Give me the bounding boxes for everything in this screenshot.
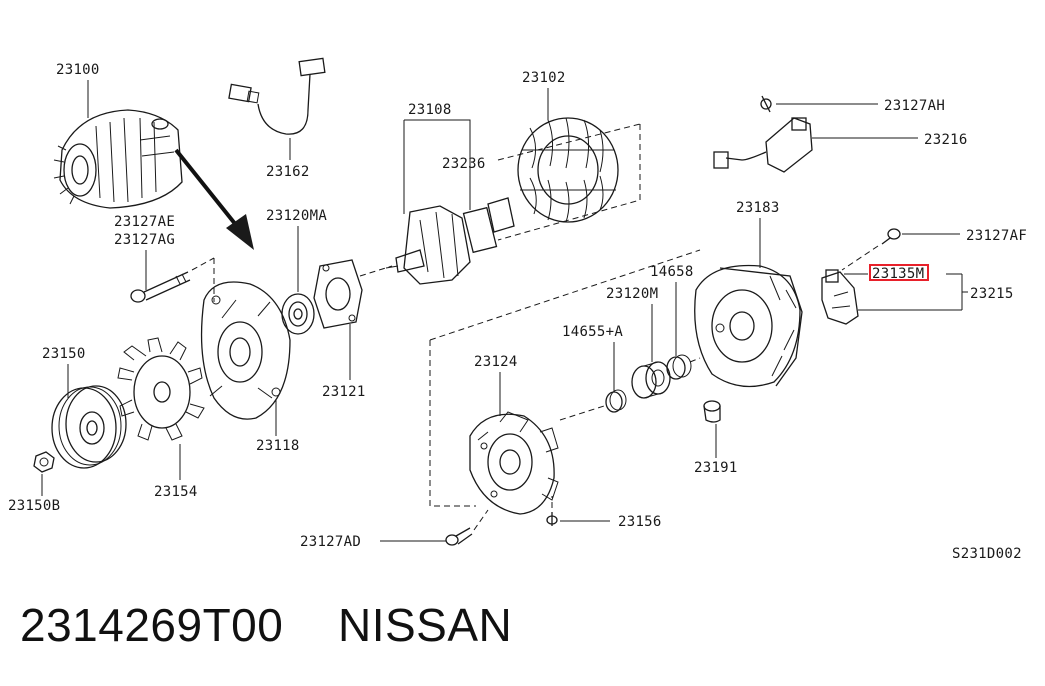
label-23215: 23215: [970, 286, 1014, 302]
drawing-code: S231D002: [952, 546, 1022, 562]
label-23150: 23150: [42, 346, 86, 362]
bushing-part: [703, 400, 721, 423]
rear-bracket-part: [469, 411, 559, 515]
label-23108: 23108: [408, 102, 452, 118]
alternator-assembly-part: [53, 109, 183, 209]
label-23120MA: 23120MA: [266, 208, 327, 224]
label-23127AH: 23127AH: [884, 98, 945, 114]
label-23121: 23121: [322, 384, 366, 400]
label-23118: 23118: [256, 438, 300, 454]
label-23150B: 23150B: [8, 498, 60, 514]
stator-part: [517, 117, 619, 223]
label-23135M: 23135M: [872, 266, 924, 282]
collar-part: [666, 354, 692, 380]
highlighted-part-number: [869, 264, 929, 281]
part-number-caption: 2314269T00: [20, 599, 284, 651]
through-bolt-part: [130, 271, 191, 303]
regulator-connector-part: [713, 117, 813, 173]
label-23162: 23162: [266, 164, 310, 180]
label-23127AE: 23127AE: [114, 214, 175, 230]
retainer-plate-part: [313, 259, 363, 329]
label-23216: 23216: [924, 132, 968, 148]
assembly-arrow: [174, 148, 254, 250]
rear-screw-part: [445, 527, 473, 546]
label-23127AF: 23127AF: [966, 228, 1027, 244]
label-23120M: 23120M: [606, 286, 658, 302]
label-23124: 23124: [474, 354, 518, 370]
label-23102: 23102: [522, 70, 566, 86]
label-23183: 23183: [736, 200, 780, 216]
label-23236: 23236: [442, 156, 486, 172]
label-23191: 23191: [694, 460, 738, 476]
voltage-regulator-part: [821, 269, 859, 325]
label-14658: 14658: [650, 264, 694, 280]
rotor-part: [385, 197, 515, 285]
rear-bearing-part: [631, 361, 671, 399]
rear-cover-part: [694, 264, 803, 388]
wire-harness-part: [228, 57, 326, 135]
pulley-nut-part: [33, 451, 55, 473]
terminal-screw-part: [546, 512, 558, 526]
connector-screw-part: [760, 95, 772, 113]
label-23154: 23154: [154, 484, 198, 500]
front-bracket-part: [200, 281, 291, 420]
label-14655A: 14655+A: [562, 324, 623, 340]
label-23100: 23100: [56, 62, 100, 78]
label-23127AG: 23127AG: [114, 232, 175, 248]
spacer-part: [605, 389, 627, 413]
regulator-screw-part: [881, 228, 901, 245]
pulley-part: [51, 385, 127, 469]
label-23127AD: 23127AD: [300, 534, 361, 550]
cooling-fan-part: [117, 337, 205, 441]
brand-caption: NISSAN: [338, 599, 513, 651]
label-23156: 23156: [618, 514, 662, 530]
